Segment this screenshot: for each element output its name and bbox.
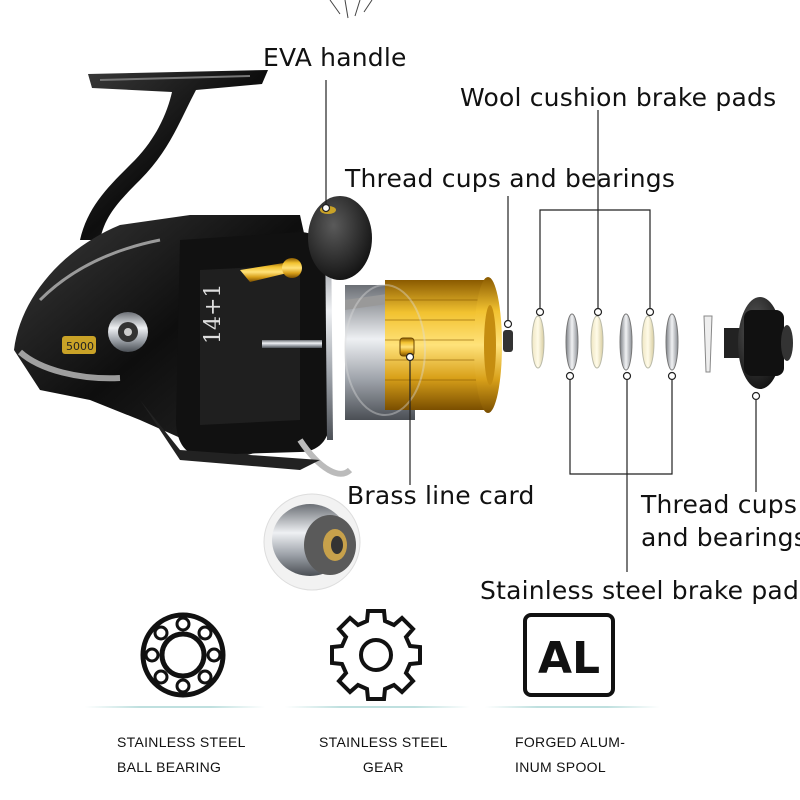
callout-eva-handle: EVA handle	[263, 43, 407, 72]
callout-stainless-brake-pads: Stainless steel brake pads	[480, 576, 800, 605]
feature-caption-gear: STAINLESS STEEL GEAR	[319, 730, 448, 779]
bearing-inset	[263, 493, 361, 591]
feature-caption-line: BALL BEARING	[117, 758, 222, 775]
feature-divider	[485, 706, 660, 708]
feature-caption-bearing: STAINLESS STEEL BALL BEARING	[117, 730, 246, 779]
aluminum-icon-text: AL	[538, 633, 600, 684]
feature-caption-spool: FORGED ALUM- INUM SPOOL	[515, 730, 625, 779]
callout-brass-line-card: Brass line card	[347, 481, 535, 510]
feature-caption-line: GEAR	[362, 758, 404, 775]
callout-thread-cups-bottom-2: and bearings	[641, 523, 800, 552]
eva-knob	[308, 196, 372, 280]
feature-caption-line: INUM SPOOL	[515, 758, 606, 775]
feature-caption-line: STAINLESS STEEL	[117, 734, 246, 750]
callout-thread-cups-bottom-1: Thread cups	[641, 490, 798, 519]
splash-decoration	[329, 0, 373, 19]
reel-body: 5000 14+1	[14, 215, 353, 477]
callout-thread-cups-top: Thread cups and bearings	[345, 164, 676, 193]
ball-bearing-icon	[140, 612, 226, 698]
aluminum-icon: AL	[523, 613, 615, 697]
feature-divider	[85, 706, 265, 708]
handle-arm	[80, 70, 268, 240]
exploded-parts	[503, 297, 793, 389]
feature-caption-line: FORGED ALUM-	[515, 734, 626, 750]
feature-divider	[285, 706, 470, 708]
feature-caption-line: STAINLESS STEEL	[319, 734, 448, 750]
model-badge-text: 5000	[66, 340, 94, 353]
gear-icon	[330, 609, 422, 701]
body-mark-text: 14+1	[201, 284, 226, 344]
callout-leaders	[321, 80, 761, 572]
callout-wool-brake-pads: Wool cushion brake pads	[460, 83, 777, 112]
spool	[344, 277, 502, 420]
